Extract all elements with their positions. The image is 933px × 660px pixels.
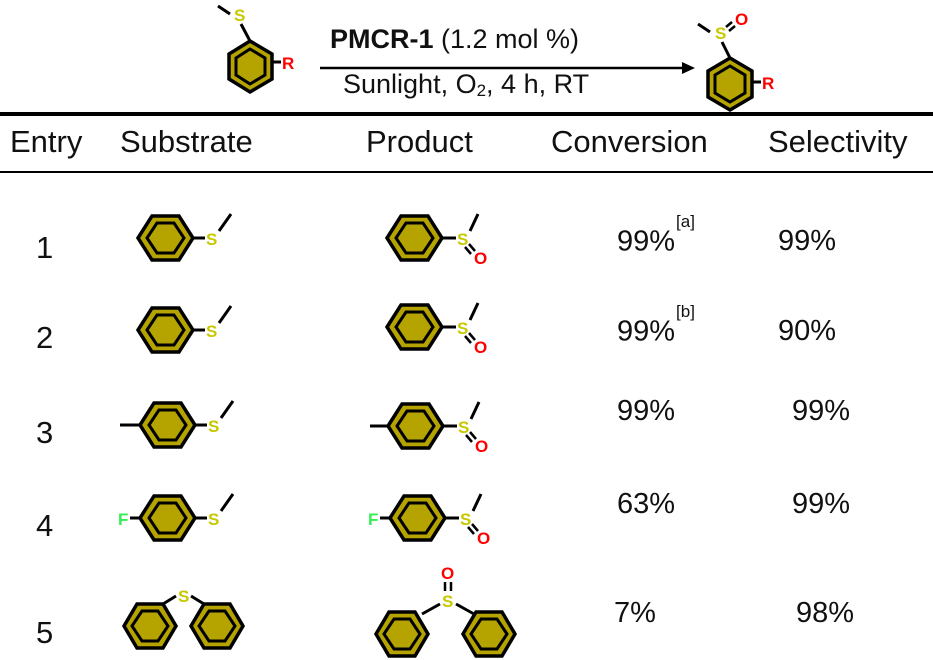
entry-number: 1 <box>36 230 54 265</box>
oxygen-atom-label: O <box>474 249 487 268</box>
selectivity-value: 98% <box>796 597 855 629</box>
entry-number: 3 <box>36 415 54 450</box>
header-entry: Entry <box>10 124 83 159</box>
product-oxygen-label: O <box>735 10 748 29</box>
header-selectivity: Selectivity <box>768 124 908 159</box>
scheme-substrate-structure: S R <box>217 4 294 95</box>
product-sulfur-label: S <box>715 24 726 43</box>
table-top-rule <box>0 112 933 116</box>
substrate-structure: F S <box>118 493 235 542</box>
oxygen-atom-label: O <box>474 338 487 357</box>
sulfur-atom-label: S <box>460 510 471 529</box>
fluorine-atom-label: F <box>368 510 378 529</box>
conversion-value: 7% <box>614 597 656 629</box>
sulfur-atom-label: S <box>208 417 219 436</box>
selectivity-value: 99% <box>792 488 851 520</box>
sulfur-atom-label: S <box>442 592 453 611</box>
oxygen-atom-label: O <box>475 437 488 456</box>
oxygen-subscript: 2 <box>476 81 487 100</box>
entry-number: 2 <box>36 320 54 355</box>
reaction-arrow <box>320 62 695 74</box>
catalyst-name: PMCR-1 <box>330 24 434 54</box>
sulfur-atom-label: S <box>457 319 468 338</box>
catalyst-loading: (1.2 mol %) <box>433 24 580 54</box>
product-r-group-label: R <box>762 74 774 93</box>
substrate-structure: S <box>135 213 233 262</box>
substrate-sulfur-label: S <box>234 6 245 25</box>
product-structure: O S <box>373 564 518 658</box>
conversion-value: 99%[a] <box>617 212 695 258</box>
sulfur-atom-label: S <box>206 322 217 341</box>
catalyst-condition-text: PMCR-1 (1.2 mol %) <box>330 24 579 55</box>
selectivity-value: 99% <box>778 225 837 257</box>
entry-number: 4 <box>36 508 54 543</box>
product-structure: S O <box>384 213 487 268</box>
conditions-pre: Sunlight, O <box>343 69 477 99</box>
oxygen-atom-label: O <box>477 529 490 548</box>
sulfur-atom-label: S <box>206 230 217 249</box>
scheme-product-structure: S O R <box>697 10 774 113</box>
reaction-conditions-text: Sunlight, O2, 4 h, RT <box>343 69 589 100</box>
product-structure: S O <box>384 302 487 357</box>
table-header-rule <box>0 171 933 173</box>
header-product: Product <box>366 124 473 159</box>
substrate-structure: S <box>135 305 233 354</box>
sulfur-atom-label: S <box>178 587 189 606</box>
product-structure: F S O <box>368 493 490 548</box>
substrate-structure: S <box>120 400 235 449</box>
sulfur-atom-label: S <box>208 510 219 529</box>
substrate-structure: S <box>121 587 246 650</box>
sulfur-atom-label: S <box>458 418 469 437</box>
selectivity-value: 90% <box>778 315 837 347</box>
conversion-value: 99% <box>617 395 676 427</box>
fluorine-atom-label: F <box>118 510 128 529</box>
entry-number: 5 <box>36 615 54 650</box>
footnote-marker: [a] <box>676 212 695 231</box>
oxygen-atom-label: O <box>441 564 454 583</box>
header-substrate: Substrate <box>120 124 253 159</box>
conversion-value: 99%[b] <box>617 302 695 348</box>
substrate-r-group-label: R <box>282 54 294 73</box>
footnote-marker: [b] <box>676 302 695 321</box>
conversion-value: 63% <box>617 488 676 520</box>
header-conversion: Conversion <box>551 124 708 159</box>
conditions-post: , 4 h, RT <box>486 69 590 99</box>
sulfur-atom-label: S <box>457 230 468 249</box>
selectivity-value: 99% <box>792 395 851 427</box>
product-structure: S O <box>370 401 488 456</box>
